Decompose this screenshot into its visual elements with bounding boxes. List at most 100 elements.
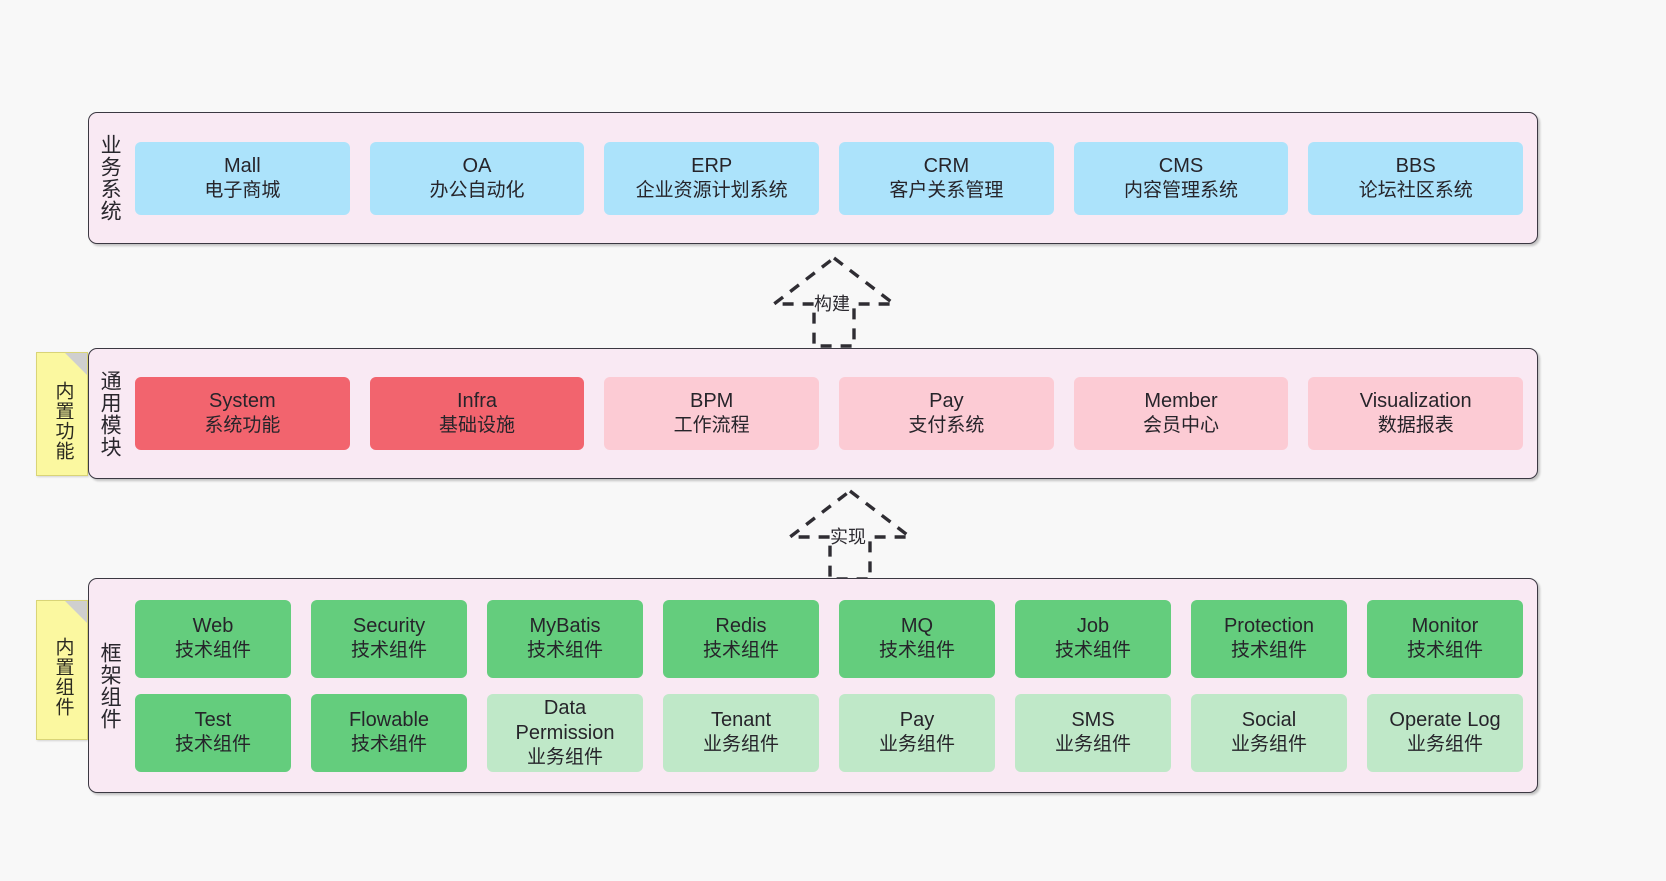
- card-title-en: CMS: [1158, 154, 1204, 177]
- card-data-permission[interactable]: Data Permission 业务组件: [487, 693, 643, 772]
- card-title-cn: 企业资源计划系统: [635, 179, 788, 201]
- card-title-en: SMS: [1071, 709, 1115, 732]
- arrow-implement: 实现: [760, 485, 940, 583]
- arrow-label-build: 构建: [814, 294, 850, 314]
- note-tag-builtin-component: 内置组件: [36, 600, 88, 740]
- card-title-cn: 论坛社区系统: [1358, 179, 1473, 201]
- card-title-cn: 业务组件: [878, 734, 955, 756]
- card-title-cn: 电子商城: [204, 179, 281, 201]
- card-bpm[interactable]: BPM 工作流程: [604, 377, 820, 450]
- card-title-en: Protection: [1223, 615, 1315, 638]
- card-member[interactable]: Member 会员中心: [1073, 377, 1289, 450]
- arrow-label-implement: 实现: [830, 527, 866, 547]
- layer-body-business-system: Mall 电子商城 OA 办公自动化 ERP 企业资源计划系统 CRM 客户关系…: [129, 113, 1537, 243]
- card-title-en: CRM: [923, 154, 970, 177]
- card-title-cn: 技术组件: [702, 640, 779, 662]
- card-title-en: Security: [352, 615, 426, 638]
- card-title-en: Operate Log: [1389, 709, 1501, 732]
- card-title-en: Visualization: [1359, 390, 1472, 413]
- card-job[interactable]: Job 技术组件: [1015, 599, 1171, 678]
- card-redis[interactable]: Redis 技术组件: [663, 599, 819, 678]
- layer-common-module: 通用模块 System 系统功能 Infra 基础设施 BPM 工作流程 Pay…: [88, 348, 1538, 479]
- card-title-en: Job: [1076, 615, 1110, 638]
- card-title-cn: 技术组件: [1406, 640, 1483, 662]
- card-visualization[interactable]: Visualization 数据报表: [1308, 377, 1524, 450]
- card-title-cn: 技术组件: [526, 640, 603, 662]
- card-flowable[interactable]: Flowable 技术组件: [311, 693, 467, 772]
- card-protection[interactable]: Protection 技术组件: [1191, 599, 1347, 678]
- card-row: Test 技术组件 Flowable 技术组件 Data Permission …: [135, 693, 1523, 772]
- card-erp[interactable]: ERP 企业资源计划系统: [604, 141, 820, 215]
- card-system[interactable]: System 系统功能: [135, 377, 350, 450]
- card-pay[interactable]: Pay 支付系统: [839, 377, 1054, 450]
- note-fold-corner-icon: [65, 353, 87, 375]
- card-title-cn: 数据报表: [1377, 415, 1454, 437]
- card-tenant[interactable]: Tenant 业务组件: [663, 693, 819, 772]
- card-title-cn: 技术组件: [174, 640, 251, 662]
- card-title-en: ERP: [691, 154, 733, 177]
- card-title-cn: 技术组件: [350, 640, 427, 662]
- card-title-en: MQ: [900, 615, 934, 638]
- card-test[interactable]: Test 技术组件: [135, 693, 291, 772]
- arrow-build: 构建: [744, 252, 924, 350]
- layer-title-framework-component: 框架组件: [98, 641, 122, 730]
- card-row: Mall 电子商城 OA 办公自动化 ERP 企业资源计划系统 CRM 客户关系…: [135, 141, 1524, 215]
- layer-title-common-module: 通用模块: [98, 369, 122, 458]
- card-title-cn: 业务组件: [1406, 734, 1483, 756]
- card-bbs[interactable]: BBS 论坛社区系统: [1308, 141, 1524, 215]
- card-title-en: OA: [462, 154, 492, 177]
- card-pay-biz[interactable]: Pay 业务组件: [839, 693, 995, 772]
- card-title-en: MyBatis: [529, 615, 601, 638]
- card-title-en: Pay: [929, 390, 964, 413]
- card-mall[interactable]: Mall 电子商城: [135, 141, 350, 215]
- note-tag-builtin-function: 内置功能: [36, 352, 88, 476]
- card-title-cn: 业务组件: [702, 734, 779, 756]
- card-web[interactable]: Web 技术组件: [135, 599, 291, 678]
- card-title-cn: 技术组件: [1230, 640, 1307, 662]
- card-title-en: Redis: [715, 615, 767, 638]
- layer-framework-component: 框架组件 Web 技术组件 Security 技术组件 MyBatis 技术组件…: [88, 578, 1538, 793]
- card-operate-log[interactable]: Operate Log 业务组件: [1367, 693, 1523, 772]
- card-infra[interactable]: Infra 基础设施: [369, 377, 585, 450]
- card-monitor[interactable]: Monitor 技术组件: [1367, 599, 1523, 678]
- card-title-cn: 业务组件: [1230, 734, 1307, 756]
- card-title-cn: 技术组件: [174, 734, 251, 756]
- card-row: System 系统功能 Infra 基础设施 BPM 工作流程 Pay 支付系统…: [135, 377, 1524, 450]
- card-title-en: Member: [1144, 390, 1218, 413]
- card-title-en: Tenant: [710, 709, 772, 732]
- card-title-en: Infra: [456, 390, 498, 413]
- card-social[interactable]: Social 业务组件: [1191, 693, 1347, 772]
- note-tag-label: 内置功能: [52, 381, 74, 461]
- card-cms[interactable]: CMS 内容管理系统: [1073, 141, 1289, 215]
- card-title-cn: 技术组件: [350, 734, 427, 756]
- card-title-cn: 系统功能: [204, 415, 281, 437]
- card-title-en: Flowable: [348, 709, 430, 732]
- card-title-cn: 支付系统: [908, 415, 985, 437]
- card-crm[interactable]: CRM 客户关系管理: [839, 141, 1054, 215]
- card-title-en: System: [208, 390, 276, 413]
- card-security[interactable]: Security 技术组件: [311, 599, 467, 678]
- card-title-cn: 会员中心: [1143, 415, 1220, 437]
- card-title-en: Web: [192, 615, 234, 638]
- card-title-en: BBS: [1395, 154, 1436, 177]
- card-title-cn: 基础设施: [439, 415, 516, 437]
- card-title-en: Mall: [224, 154, 261, 177]
- note-fold-corner-icon: [65, 601, 87, 623]
- card-oa[interactable]: OA 办公自动化: [369, 141, 585, 215]
- card-sms[interactable]: SMS 业务组件: [1015, 693, 1171, 772]
- note-tag-label: 内置组件: [52, 637, 74, 717]
- card-mq[interactable]: MQ 技术组件: [839, 599, 995, 678]
- card-title-cn: 业务组件: [526, 746, 603, 768]
- card-title-en: Test: [194, 709, 232, 732]
- card-title-en: Social: [1241, 709, 1297, 732]
- card-title-en: BPM: [690, 390, 734, 413]
- card-row: Web 技术组件 Security 技术组件 MyBatis 技术组件 Redi…: [135, 599, 1523, 678]
- layer-business-system: 业务系统 Mall 电子商城 OA 办公自动化 ERP 企业资源计划系统 CRM…: [88, 112, 1538, 244]
- card-title-en: Pay: [899, 709, 935, 732]
- layer-title-business-system: 业务系统: [98, 134, 122, 222]
- generalization-arrow-icon: [768, 255, 900, 348]
- card-title-cn: 业务组件: [1054, 734, 1131, 756]
- card-title-cn: 工作流程: [673, 415, 750, 437]
- card-mybatis[interactable]: MyBatis 技术组件: [487, 599, 643, 678]
- generalization-arrow-icon: [784, 488, 916, 581]
